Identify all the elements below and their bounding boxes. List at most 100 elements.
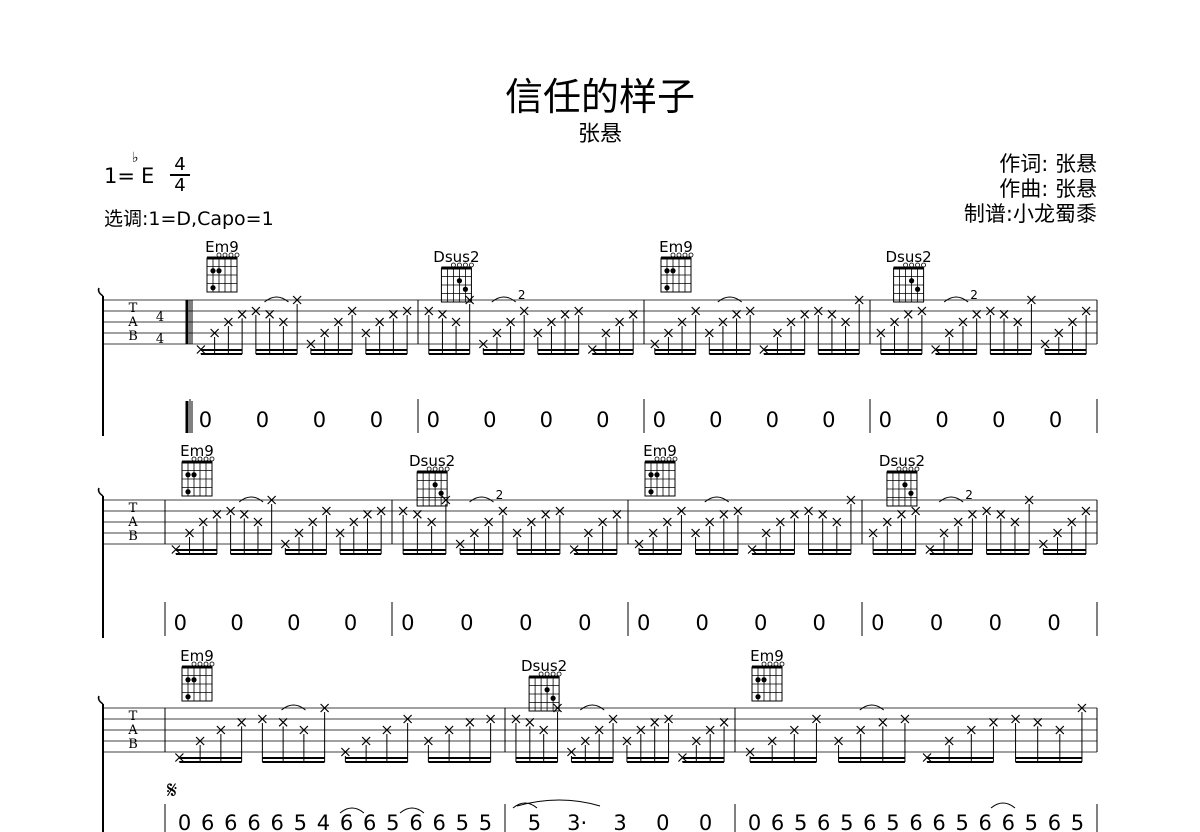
melody-number: 0 <box>754 611 767 635</box>
tab-note <box>320 328 330 338</box>
tab-note <box>1038 539 1048 549</box>
tab-note <box>212 509 222 519</box>
tab-note <box>718 317 728 327</box>
tab-note <box>967 509 977 519</box>
tab-note <box>580 736 590 746</box>
tab-time-top: 4 <box>156 310 164 325</box>
tab-note <box>347 306 357 316</box>
tab-note <box>615 317 624 327</box>
melody-number: 0 <box>699 811 712 832</box>
tab-note <box>333 317 343 327</box>
tab-note <box>253 517 263 527</box>
chord-name-1-1: Dsus2 <box>409 452 455 470</box>
melody-number: 0 <box>637 611 650 635</box>
tab-note <box>1067 517 1077 527</box>
tab-note <box>827 309 837 319</box>
chord-open-string <box>915 262 920 268</box>
tab-note <box>292 295 302 305</box>
time-signature: 4 4 <box>170 156 190 194</box>
chord-finger-dot <box>438 490 444 496</box>
tab-note <box>335 528 345 538</box>
tab-letter: A <box>127 515 138 530</box>
chord-open-string <box>761 661 767 667</box>
chord-open-string <box>544 671 550 677</box>
tie-arc <box>943 296 969 303</box>
chord-open-string <box>902 466 908 472</box>
tab-letter: A <box>127 315 138 330</box>
tab-note <box>361 328 371 338</box>
chord-open-string <box>432 466 438 472</box>
chord-open-string <box>457 262 462 268</box>
tab-note <box>944 328 954 338</box>
tab-note <box>719 509 729 519</box>
tab-note <box>239 509 249 519</box>
melody-number: 6 <box>909 811 922 832</box>
chord-name-2-0: Em9 <box>180 647 214 665</box>
tab-note <box>677 317 687 327</box>
tie-arc <box>491 296 517 303</box>
tie-arc <box>281 704 306 711</box>
melody-number: 6 <box>270 811 283 832</box>
tab-note <box>812 714 821 724</box>
melody-number: 0 <box>1047 611 1060 635</box>
chord-open-string <box>197 661 203 667</box>
tie-number: 2 <box>496 488 504 502</box>
tab-note <box>761 528 771 538</box>
chord-finger-dot <box>544 687 550 693</box>
chord-finger-dot <box>185 677 191 683</box>
tab-note <box>939 528 949 538</box>
tab-note <box>1081 506 1091 516</box>
melody-number: 5 <box>386 811 399 832</box>
tab-note <box>704 328 714 338</box>
tie-number: 2 <box>965 488 973 502</box>
tab-note <box>265 309 275 319</box>
chord-finger-dot <box>432 482 438 488</box>
tab-note <box>767 736 777 746</box>
melody-number: 5 <box>886 811 899 832</box>
tab-note <box>982 506 992 516</box>
tab-note <box>594 725 604 735</box>
melody-number: 3· <box>567 811 587 832</box>
key-note: E <box>140 164 155 188</box>
tie-arc <box>469 496 494 503</box>
tab-note <box>541 509 551 519</box>
chord-name-1-3: Dsus2 <box>879 452 925 470</box>
tie-number: 2 <box>970 288 978 302</box>
tab-letter: T <box>129 501 138 516</box>
tuning-note: 选调:1=D,Capo=1 <box>104 208 274 230</box>
melody-number: 6 <box>863 811 876 832</box>
time-top: 4 <box>174 154 186 175</box>
tab-note <box>511 714 521 724</box>
chord-finger-dot <box>664 268 670 274</box>
tab-note <box>498 506 508 516</box>
melody-number: 0 <box>483 408 496 432</box>
melody-number: 0 <box>199 408 212 432</box>
tab-note <box>790 509 799 519</box>
tab-note <box>469 528 479 538</box>
chord-name-2-2: Em9 <box>750 647 784 665</box>
tab-letter: B <box>128 329 138 344</box>
chord-finger-dot <box>654 472 660 478</box>
tab-note <box>608 714 618 724</box>
chord-open-string <box>222 252 228 258</box>
melody-number: 0 <box>1049 408 1062 432</box>
chord-finger-dot <box>456 278 463 284</box>
chord-open-string <box>672 456 678 462</box>
chord-finger-dot <box>761 677 767 683</box>
melody-slur <box>339 807 365 814</box>
melody-number: 0 <box>578 611 591 635</box>
chord-open-string <box>682 252 688 258</box>
tab-note <box>917 306 927 316</box>
bracket-top-hook <box>97 287 104 297</box>
tab-note <box>567 747 576 757</box>
tab-letter: T <box>129 709 138 724</box>
tab-note <box>376 506 386 516</box>
tab-note <box>465 295 475 305</box>
tie-arc <box>579 704 605 711</box>
tab-note <box>278 717 288 727</box>
chord-finger-dot <box>210 268 216 274</box>
chord-finger-dot <box>755 677 761 683</box>
chord-open-string <box>203 661 209 667</box>
tab-note <box>486 714 496 724</box>
melody-number: 6 <box>201 811 214 832</box>
